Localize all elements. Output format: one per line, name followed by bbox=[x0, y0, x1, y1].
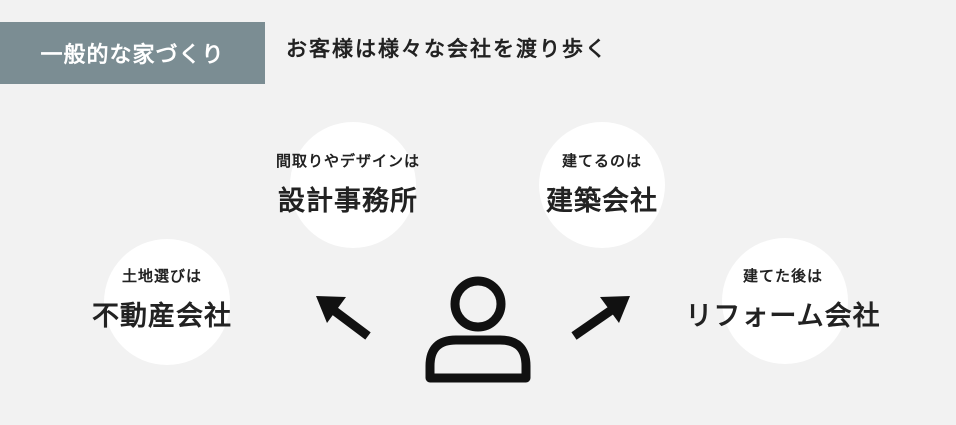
headline: お客様は様々な会社を渡り歩く bbox=[286, 37, 608, 61]
reform-sub-label: 建てた後は bbox=[742, 267, 823, 285]
construction-main-label: 建築会社 bbox=[546, 186, 658, 217]
design-main-label: 設計事務所 bbox=[278, 186, 418, 217]
reform-node: 建てた後は リフォーム会社 bbox=[663, 265, 903, 333]
realestate-main-label: 不動産会社 bbox=[92, 301, 232, 332]
design-node: 間取りやデザインは 設計事務所 bbox=[238, 150, 458, 218]
construction-circle bbox=[539, 122, 665, 248]
arrow-up-right-icon bbox=[571, 296, 630, 340]
person-icon bbox=[425, 276, 531, 383]
section-tag-label: 一般的な家づくり bbox=[40, 43, 225, 68]
realestate-circle bbox=[104, 239, 230, 365]
realestate-node: 土地選びは 不動産会社 bbox=[52, 265, 272, 333]
section-tag: 一般的な家づくり bbox=[0, 22, 265, 84]
construction-node: 建てるのは 建築会社 bbox=[492, 150, 712, 218]
design-circle bbox=[290, 122, 416, 248]
arrow-up-left-icon bbox=[316, 296, 371, 340]
realestate-sub-label: 土地選びは bbox=[121, 267, 202, 285]
reform-circle bbox=[722, 238, 848, 364]
reform-main-label: リフォーム会社 bbox=[685, 301, 881, 332]
construction-sub-label: 建てるのは bbox=[561, 152, 642, 170]
design-sub-label: 間取りやデザインは bbox=[275, 152, 420, 170]
